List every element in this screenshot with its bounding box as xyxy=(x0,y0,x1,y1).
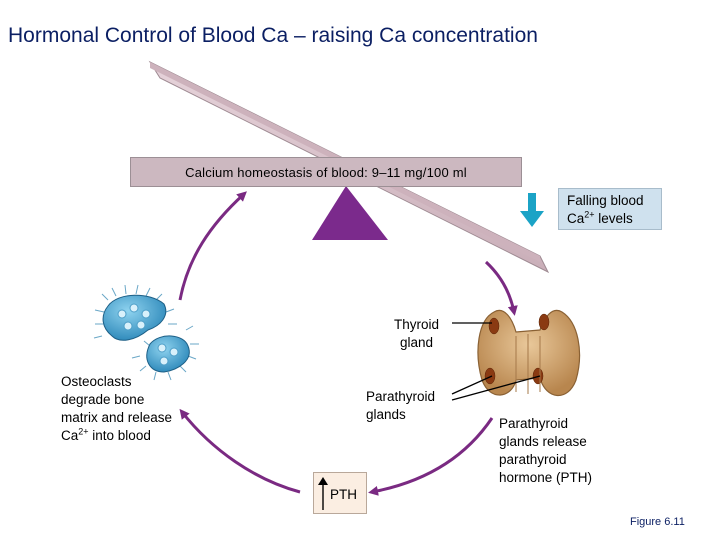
arrow-to-thyroid xyxy=(484,260,518,316)
falling-arrow-icon xyxy=(520,193,544,227)
osteoclasts-label: Osteoclasts degrade bone matrix and rele… xyxy=(61,374,173,443)
arrow-to-homeostasis xyxy=(178,191,247,301)
pth-label: PTH xyxy=(330,487,357,502)
page-title: Hormonal Control of Blood Ca – raising C… xyxy=(8,24,538,47)
thyroid-gland-icon xyxy=(477,309,581,397)
up-arrow-icon xyxy=(318,477,328,510)
parathyroid-leader-line-2 xyxy=(451,375,541,401)
falling-calcium-label: Falling blood Ca2+ levels xyxy=(558,188,662,230)
homeostasis-label: Calcium homeostasis of blood: 9–11 mg/10… xyxy=(130,157,522,187)
osteoclast-cells-icon xyxy=(93,284,199,381)
thyroid-label: Thyroid gland xyxy=(394,317,440,350)
arrow-to-pth xyxy=(368,417,494,496)
parathyroid-label: Parathyroid glands xyxy=(366,389,436,422)
pth-release-label: Parathyroid glands release parathyroid h… xyxy=(499,416,593,485)
pth-box: PTH xyxy=(313,472,367,514)
figure-label: Figure 6.11 xyxy=(630,516,685,528)
arrow-to-osteoclasts xyxy=(179,408,301,494)
parathyroid-leader-line-1 xyxy=(451,375,493,395)
fulcrum-triangle xyxy=(312,186,388,240)
